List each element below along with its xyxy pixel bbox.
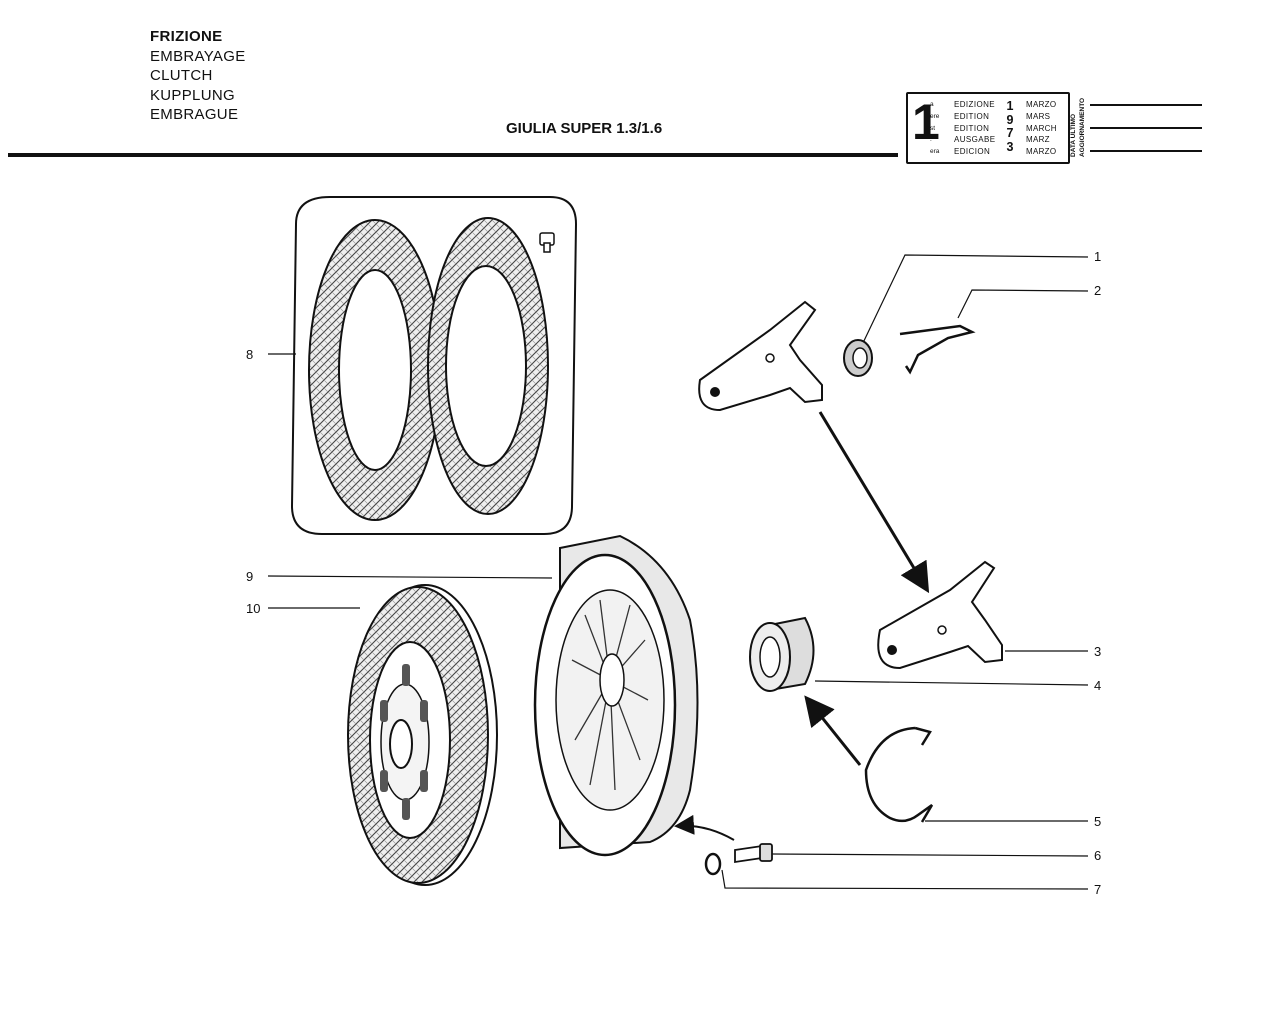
clutch-disc <box>347 584 498 886</box>
edition-months: MARZO MARS MARCH MARZ MARZO <box>1026 99 1057 158</box>
edition-stamp: 1 a ere st . era EDIZIONE EDITION EDITIO… <box>906 92 1070 164</box>
edition-superscript: ere <box>930 112 940 120</box>
bearing-arrow <box>804 695 862 766</box>
title-spanish: EMBRAGUE <box>150 106 239 123</box>
update-line <box>1090 150 1202 152</box>
title-english: CLUTCH <box>150 67 213 84</box>
edition-label: EDICION <box>954 147 991 157</box>
callout-5: 5 <box>1094 814 1102 829</box>
clutch-linings-set <box>290 196 578 535</box>
leader-line-1 <box>861 254 1089 346</box>
edition-superscripts: a ere st . era <box>930 99 939 158</box>
title-german: KUPPLUNG <box>150 86 235 104</box>
year-digit: 7 <box>1006 126 1014 140</box>
header-rule <box>8 153 898 157</box>
release-bearing <box>749 616 815 692</box>
spring-clip <box>899 324 976 375</box>
edition-number: 1 <box>912 94 940 150</box>
callout-9: 9 <box>246 569 254 584</box>
edition-label: EDITION <box>954 111 990 121</box>
year-digit: 3 <box>1006 139 1014 154</box>
screw-arrow <box>674 814 735 841</box>
edition-labels: EDIZIONE EDITION EDITION AUSGABE EDICION <box>954 99 995 158</box>
callout-7: 7 <box>1094 882 1102 897</box>
edition-superscript: era <box>930 148 940 156</box>
update-line <box>1090 104 1202 106</box>
title-french: EMBRAYAGE <box>150 47 246 65</box>
linings-frame <box>290 196 578 535</box>
leader-line-2 <box>957 289 1089 319</box>
year-digit: 9 <box>1006 112 1014 127</box>
update-line <box>1090 127 1202 129</box>
callout-3: 3 <box>1094 644 1102 659</box>
edition-month: MARZO <box>1026 100 1057 109</box>
leader-line-9 <box>267 575 553 579</box>
edition-label: AUSGABE <box>954 135 996 145</box>
leader-lines <box>267 254 1089 890</box>
lining-hole-left <box>338 269 412 471</box>
edition-superscript: a <box>930 101 934 108</box>
edition-month: MARZO <box>1026 147 1057 157</box>
callout-10: 10 <box>246 601 261 616</box>
edition-month: MARCH <box>1026 123 1057 133</box>
title-italian: FRIZIONE <box>150 28 223 45</box>
callout-2: 2 <box>1094 283 1102 298</box>
assembly-arrows <box>674 411 930 841</box>
catalog-section-titles: FRIZIONE EMBRAYAGE CLUTCH KUPPLUNG EMBRA… <box>150 27 246 125</box>
callout-6: 6 <box>1094 848 1102 863</box>
pressure-plate <box>533 534 699 857</box>
edition-month: MARS <box>1026 111 1051 121</box>
edition-month: MARZ <box>1026 135 1050 145</box>
edition-superscript: . <box>930 136 932 144</box>
rivet <box>539 232 555 253</box>
callout-4: 4 <box>1094 678 1102 693</box>
release-fork <box>877 560 1003 670</box>
model-name: GIULIA SUPER 1.3/1.6 <box>506 120 663 137</box>
leader-line-6 <box>771 853 1089 857</box>
leader-line-7 <box>721 869 1089 890</box>
fork-bushing <box>843 339 873 377</box>
edition-superscript: st <box>930 124 936 132</box>
leader-line-4 <box>814 680 1089 686</box>
lock-washer <box>704 852 722 876</box>
callout-8: 8 <box>246 347 254 362</box>
bearing-retaining-spring <box>864 726 934 823</box>
cover-screw <box>734 843 773 864</box>
release-fork-upper <box>698 300 823 412</box>
fork-arrow <box>818 411 930 594</box>
year-digit: 1 <box>1006 99 1014 113</box>
lining-hole-right <box>445 265 527 467</box>
edition-label: EDITION <box>954 123 990 133</box>
callout-1: 1 <box>1094 249 1102 264</box>
edition-label: EDIZIONE <box>954 100 995 109</box>
edition-year: 1 9 7 3 <box>1003 99 1017 154</box>
